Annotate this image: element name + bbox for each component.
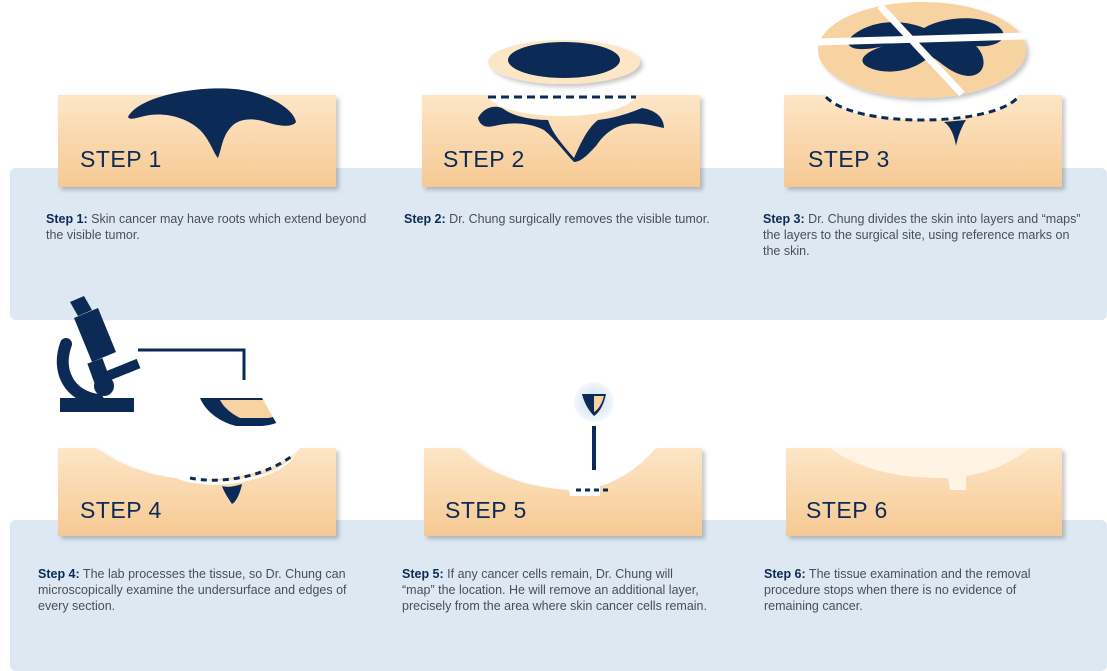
step-2-description: Step 2: Dr. Chung surgically removes the… [404,211,734,227]
step-6-description: Step 6: The tissue examination and the r… [764,566,1064,614]
step-6-lead: Step 6: [764,567,806,581]
step-2-lead: Step 2: [404,212,446,226]
step-4-description: Step 4: The lab processes the tissue, so… [38,566,368,614]
step-5-text: If any cancer cells remain, Dr. Chung wi… [402,567,707,613]
step-4-lead: Step 4: [38,567,80,581]
microscope-icon [60,296,140,412]
step-3-text: Dr. Chung divides the skin into layers a… [763,212,1081,258]
step-3-lead: Step 3: [763,212,805,226]
step-1-title: STEP 1 [80,146,162,173]
step-3-divided-disc [818,2,1026,98]
step-2-title: STEP 2 [443,146,525,173]
lab-connector [138,350,244,380]
step-3-title: STEP 3 [808,146,890,173]
step-4-title: STEP 4 [80,497,162,524]
step-1-description: Step 1: Skin cancer may have roots which… [46,211,376,243]
step-5-lead: Step 5: [402,567,444,581]
step-5-description: Step 5: If any cancer cells remain, Dr. … [402,566,707,614]
step-2-text: Dr. Chung surgically removes the visible… [446,212,710,226]
step-1-text: Skin cancer may have roots which extend … [46,212,366,242]
step-5-title: STEP 5 [445,497,527,524]
step-4-tissue-section [200,398,296,426]
step-6-title: STEP 6 [806,497,888,524]
step-1-lead: Step 1: [46,212,88,226]
step-4-text: The lab processes the tissue, so Dr. Chu… [38,567,347,613]
step-3-description: Step 3: Dr. Chung divides the skin into … [763,211,1083,259]
